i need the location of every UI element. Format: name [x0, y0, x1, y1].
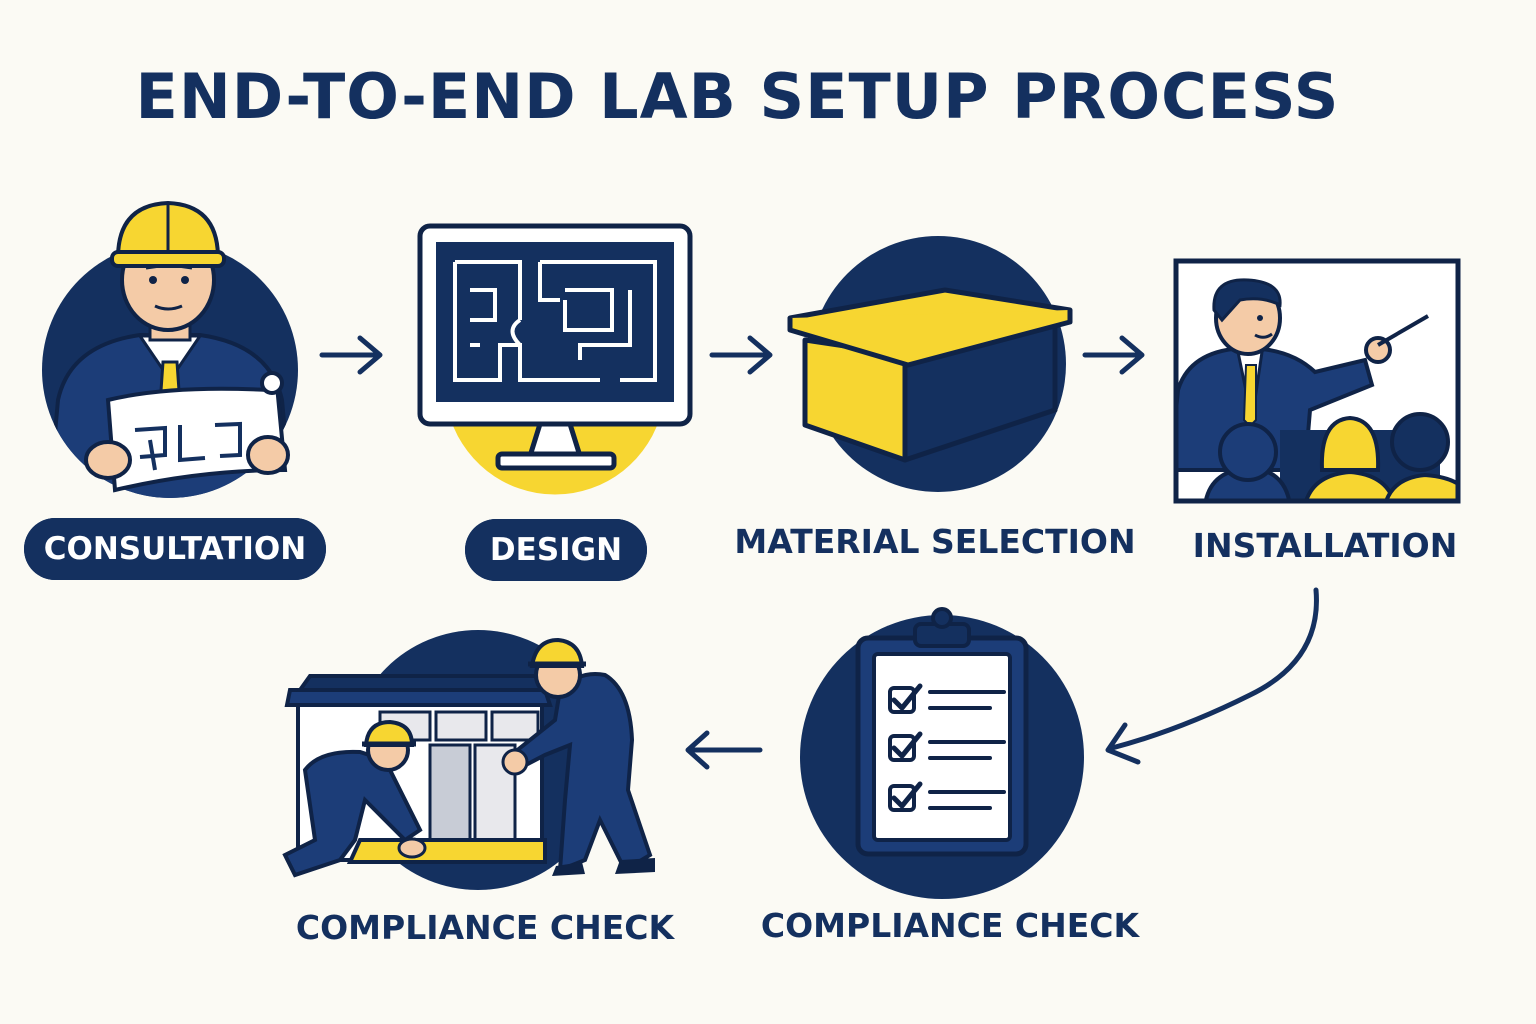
clipboard-checklist-icon: [800, 607, 1084, 899]
arrow-left-icon: [685, 730, 763, 770]
step-label-compliance-check-workers: COMPLIANCE CHECK: [295, 908, 675, 947]
page-title: END-TO-END LAB SETUP PROCESS: [135, 60, 1340, 133]
curved-arrow-icon: [1105, 587, 1319, 765]
step-label-material-selection: MATERIAL SELECTION: [734, 522, 1136, 561]
arrow-right-icon: [709, 335, 773, 375]
arrow-right-icon: [1082, 335, 1145, 375]
workers-installing-cabinet-icon: [282, 630, 655, 890]
engineer-with-blueprint-icon: [42, 200, 298, 498]
presenter-with-audience-icon: [1173, 258, 1461, 504]
step-label-installation: INSTALLATION: [1192, 526, 1458, 565]
monitor-floorplan-icon: [417, 223, 693, 495]
box-icon: [787, 236, 1073, 492]
step-label-consultation: CONSULTATION: [24, 518, 326, 580]
arrow-right-icon: [319, 335, 383, 375]
step-label-compliance-check-clipboard: COMPLIANCE CHECK: [760, 906, 1140, 945]
step-label-design: DESIGN: [465, 519, 647, 581]
